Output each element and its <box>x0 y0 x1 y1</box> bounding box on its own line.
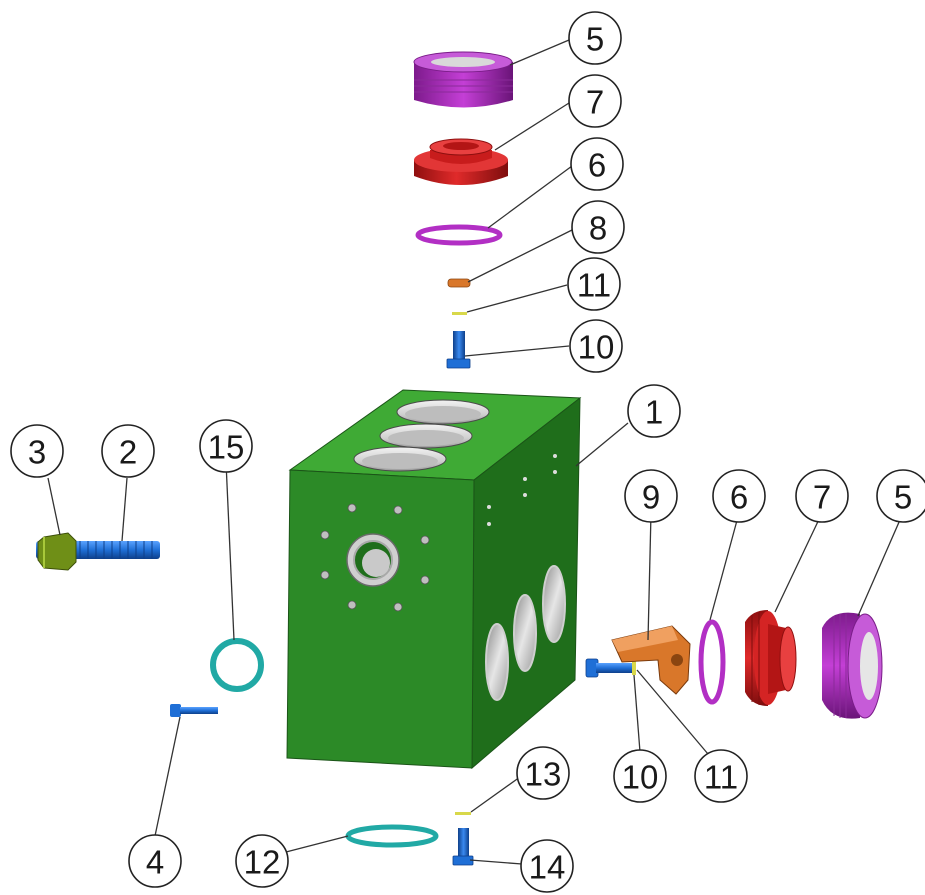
side-holes <box>487 454 557 526</box>
callout-label: 4 <box>146 844 164 881</box>
top-seal-holder-7 <box>414 138 508 185</box>
callout-label: 15 <box>208 429 245 466</box>
callout-label: 5 <box>586 21 604 58</box>
bottom-bolt-14 <box>452 828 474 866</box>
callout-4: 4 <box>128 834 182 888</box>
right-bolt-10 <box>585 658 632 678</box>
leader-lines <box>47 39 904 865</box>
callout-label: 9 <box>642 479 660 516</box>
top-o-ring-6 <box>415 224 503 246</box>
callout-5-right: 5 <box>876 469 925 523</box>
callout-label: 8 <box>589 210 607 247</box>
side-bores <box>485 565 566 701</box>
callout-14: 14 <box>520 839 574 893</box>
small-bolt-4 <box>170 704 218 717</box>
callout-5-top: 5 <box>568 11 622 65</box>
callout-11-top: 11 <box>567 257 621 311</box>
callout-label: 2 <box>119 434 137 471</box>
callout-11-bottom: 11 <box>694 749 748 803</box>
bottom-spacer-13 <box>455 812 471 815</box>
callout-2: 2 <box>101 424 155 478</box>
right-spacer-11 <box>632 660 636 675</box>
callout-7-top: 7 <box>568 74 622 128</box>
callout-label: 14 <box>529 849 566 886</box>
callout-label: 11 <box>577 267 611 304</box>
callout-label: 10 <box>578 329 615 366</box>
top-bolt-10 <box>446 331 471 369</box>
left-nut-3 <box>37 532 77 571</box>
callout-6-right: 6 <box>712 469 766 523</box>
front-port <box>320 503 430 612</box>
callout-15: 15 <box>199 419 253 473</box>
callout-13: 13 <box>516 746 570 800</box>
callout-9: 9 <box>624 469 678 523</box>
manifold-block <box>286 389 582 770</box>
right-o-ring-6 <box>698 619 726 705</box>
top-spacer-11 <box>452 312 467 315</box>
callout-10-bottom: 10 <box>613 749 667 803</box>
callout-label: 6 <box>588 147 606 184</box>
top-bores <box>353 399 490 472</box>
top-cap-5 <box>413 51 513 108</box>
right-cap-5 <box>822 612 883 719</box>
callout-label: 10 <box>622 759 659 796</box>
callout-label: 13 <box>525 756 562 793</box>
callout-label: 6 <box>730 479 748 516</box>
callout-label: 12 <box>244 844 281 881</box>
callout-8: 8 <box>571 200 625 254</box>
callout-label: 7 <box>813 479 831 516</box>
callout-label: 5 <box>894 479 912 516</box>
callout-3: 3 <box>10 424 64 478</box>
callout-12: 12 <box>235 834 289 888</box>
callout-label: 1 <box>645 394 663 431</box>
right-seal-holder-7 <box>745 610 797 706</box>
callout-label: 11 <box>704 759 738 796</box>
seat-8 <box>447 278 471 288</box>
callout-1: 1 <box>627 384 681 438</box>
callout-7-right: 7 <box>795 469 849 523</box>
orifice-block-9 <box>611 625 691 695</box>
bottom-o-ring-12 <box>345 824 439 848</box>
callout-label: 3 <box>28 434 46 471</box>
callout-6-top: 6 <box>570 137 624 191</box>
callout-label: 7 <box>586 84 604 121</box>
callouts: 5 7 6 8 11 10 1 3 <box>10 11 925 893</box>
callout-10-top: 10 <box>569 319 623 373</box>
left-o-ring-15 <box>210 638 264 692</box>
